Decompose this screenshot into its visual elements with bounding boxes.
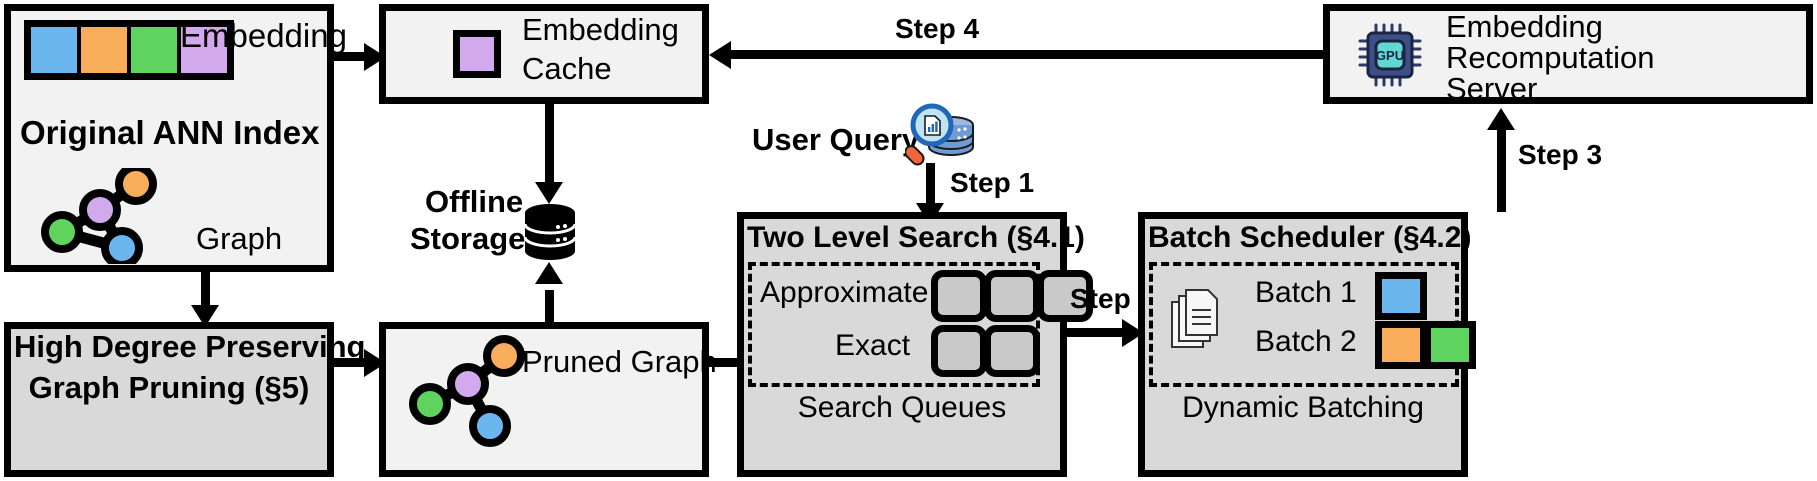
- embedding-cell-blue: [31, 27, 81, 73]
- graph-label: Graph: [196, 221, 283, 256]
- arrow-pruning-to-pruned-graph-line: [334, 358, 372, 367]
- approximate-label: Approximate: [760, 276, 929, 309]
- arrow-index-to-pruning-head: [191, 305, 219, 327]
- arrow-step3-head: [1487, 108, 1515, 130]
- two-level-search-title: Two Level Search (§4.1): [747, 221, 1085, 254]
- original-graph-icon: [41, 168, 157, 264]
- graph-pruning-box: [4, 322, 334, 477]
- arrow-step2-line: [1067, 328, 1129, 337]
- search-database-icon: [905, 103, 974, 166]
- exact-label: Exact: [835, 329, 911, 362]
- arrow-step3-line: [1497, 130, 1506, 212]
- batch-1-label: Batch 1: [1255, 276, 1357, 309]
- embedding-cache-box: [379, 4, 709, 104]
- offline-storage-line1: Offline: [425, 184, 524, 219]
- arrow-index-to-pruning-line: [201, 272, 210, 308]
- documents-stack-icon: [1171, 289, 1218, 348]
- arrow-pruned-graph-to-storage-line: [545, 290, 554, 322]
- embedding-label: Embedding: [180, 17, 347, 54]
- gpu-chip-icon: GPU: [1358, 23, 1422, 87]
- arrow-cache-to-storage-head: [535, 182, 563, 204]
- dynamic-batching-footer: Dynamic Batching: [1182, 391, 1424, 424]
- queue-cell: [1037, 270, 1093, 322]
- database-cylinder-icon: [524, 204, 576, 260]
- search-queues-footer: Search Queues: [797, 391, 1007, 424]
- step1-label: Step 1: [950, 167, 1035, 198]
- arrow-step4-line: [731, 50, 1323, 59]
- exact-queue-row: [931, 325, 1040, 377]
- embedding-strip: [24, 20, 234, 80]
- graph-pruning-line2: Graph Pruning (§5): [28, 370, 310, 405]
- arrow-cache-to-storage-line: [545, 104, 554, 184]
- pruned-graph-icon: [409, 335, 525, 447]
- embedding-cache-swatch: [453, 30, 501, 78]
- batch-1-swatch-blue: [1375, 272, 1427, 320]
- graph-pruning-line1: High Degree Preserving: [14, 329, 366, 364]
- search-queues-panel: [748, 262, 1040, 387]
- queue-cell: [931, 270, 987, 322]
- queue-cell: [931, 325, 987, 377]
- step4-label: Step 4: [895, 13, 980, 44]
- batch-2-swatch-orange: [1375, 321, 1427, 369]
- queue-cell: [984, 270, 1040, 322]
- gpu-icon-text: GPU: [1376, 48, 1404, 63]
- batch-2-label: Batch 2: [1255, 325, 1357, 358]
- arrow-index-to-cache-line: [334, 52, 372, 61]
- recomputation-server-line3: Server: [1446, 71, 1538, 106]
- embedding-cache-line2: Cache: [522, 51, 612, 86]
- arrow-pruned-graph-to-search-line: [709, 358, 747, 367]
- arrow-step4-head: [709, 41, 731, 69]
- arrow-pruned-graph-to-storage-head: [535, 262, 563, 284]
- embedding-cache-line1: Embedding: [522, 12, 679, 47]
- step3-label: Step 3: [1518, 139, 1603, 170]
- original-ann-index-title: Original ANN Index: [20, 114, 320, 151]
- approximate-queue-row: [931, 270, 1093, 322]
- pruned-graph-label: Pruned Graph: [522, 344, 717, 379]
- batch-scheduler-title: Batch Scheduler (§4.2): [1148, 221, 1472, 254]
- queue-cell: [984, 325, 1040, 377]
- embedding-cell-purple: [181, 27, 227, 73]
- embedding-cell-orange: [81, 27, 131, 73]
- offline-storage-line2: Storage: [410, 221, 526, 256]
- arrow-step1-line: [926, 163, 935, 205]
- user-query-label: User Query: [752, 122, 920, 157]
- recomputation-server-line1: Embedding: [1446, 9, 1603, 44]
- embedding-cell-green: [131, 27, 181, 73]
- batch-2-swatch-green: [1424, 321, 1476, 369]
- recomputation-server-line2: Recomputation: [1446, 40, 1655, 75]
